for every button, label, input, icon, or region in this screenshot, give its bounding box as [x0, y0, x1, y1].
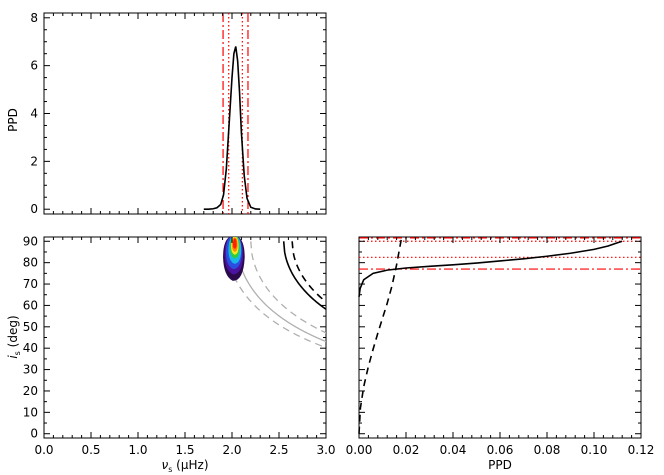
bottom-left-y-tick-label: 70 [23, 277, 38, 291]
bottom-right-x-tick-labels: 0.00 0.02 0.04 0.06 0.08 0.10 0.12 [346, 443, 655, 457]
bottom-right-x-tick-label: 0.10 [581, 443, 608, 457]
bottom-left-clipped-group [223, 237, 326, 349]
bottom-left-y-tick-label: 30 [23, 363, 38, 377]
top-panel: 0 2 4 6 8 PPD [6, 11, 327, 216]
bottom-left-y-tick-label: 90 [23, 234, 38, 248]
bottom-right-x-axis-label: PPD [488, 458, 512, 472]
inclination-curve [282, 241, 326, 311]
bottom-left-ticks [43, 237, 327, 438]
bottom-left-x-tick-label: 1.5 [175, 443, 194, 457]
bottom-right-x-tick-label: 0.00 [346, 443, 373, 457]
inclination-curve [291, 241, 326, 303]
bottom-right-x-tick-label: 0.08 [534, 443, 561, 457]
inclination-curve [225, 241, 326, 349]
bottom-left-x-tick-label: 0.5 [81, 443, 100, 457]
bottom-right-x-tick-label: 0.02 [393, 443, 420, 457]
bottom-left-y-tick-label: 60 [23, 298, 38, 312]
bottom-left-x-tick-labels: 0.0 0.5 1.0 1.5 2.0 2.5 3.0 [34, 443, 335, 457]
bottom-left-plot-area [223, 237, 326, 349]
bottom-left-x-tick-label: 2.0 [222, 443, 241, 457]
bottom-right-x-tick-label: 0.06 [487, 443, 514, 457]
bottom-left-panel: 0.0 0.5 1.0 1.5 2.0 2.5 3.0 0 10 20 30 40 50 60 70 80 9… [6, 234, 336, 474]
bottom-right-x-tick-label: 0.04 [440, 443, 467, 457]
inclination-curve [250, 241, 326, 334]
posterior-curve [358, 240, 623, 297]
bottom-left-x-tick-label: 2.5 [269, 443, 288, 457]
bottom-left-y-tick-label: 10 [23, 405, 38, 419]
top-y-tick-label: 4 [30, 107, 38, 121]
bottom-left-y-tick-label: 80 [23, 256, 38, 270]
top-y-tick-label: 6 [30, 59, 38, 73]
prior-curve [358, 238, 403, 434]
bottom-left-x-tick-label: 3.0 [316, 443, 335, 457]
top-panel-frame [43, 12, 327, 215]
bottom-right-panel-frame [358, 236, 642, 439]
bottom-right-ticks [358, 237, 642, 438]
bottom-left-x-tick-label: 1.0 [128, 443, 147, 457]
bottom-right-x-tick-label: 0.12 [628, 443, 655, 457]
bottom-left-y-tick-label: 40 [23, 341, 38, 355]
top-y-tick-label: 2 [30, 154, 38, 168]
posterior-curve [203, 46, 261, 211]
top-panel-y-tick-labels: 0 2 4 6 8 [30, 11, 38, 216]
bottom-right-plot-area [358, 237, 641, 434]
top-y-tick-label: 8 [30, 11, 38, 25]
bottom-left-y-tick-labels: 0 10 20 30 40 50 60 70 80 90 [23, 234, 38, 440]
top-panel-plot-area [203, 13, 261, 214]
bottom-left-y-tick-label: 50 [23, 320, 38, 334]
top-y-tick-label: 0 [30, 202, 38, 216]
bottom-left-panel-frame [43, 236, 327, 439]
top-panel-ticks [43, 13, 327, 214]
bottom-left-x-axis-label: νs (μHz) [161, 458, 208, 474]
bottom-right-panel: 0.00 0.02 0.04 0.06 0.08 0.10 0.12 PPD [346, 236, 655, 472]
bottom-left-y-axis-label: is (deg) [6, 315, 22, 358]
top-panel-y-axis-label: PPD [6, 108, 20, 132]
bottom-left-y-tick-label: 20 [23, 384, 38, 398]
inclination-curve [236, 241, 326, 343]
bottom-left-y-tick-label: 0 [30, 427, 38, 441]
posterior-contour-level [232, 238, 237, 249]
bottom-left-x-tick-label: 0.0 [34, 443, 53, 457]
